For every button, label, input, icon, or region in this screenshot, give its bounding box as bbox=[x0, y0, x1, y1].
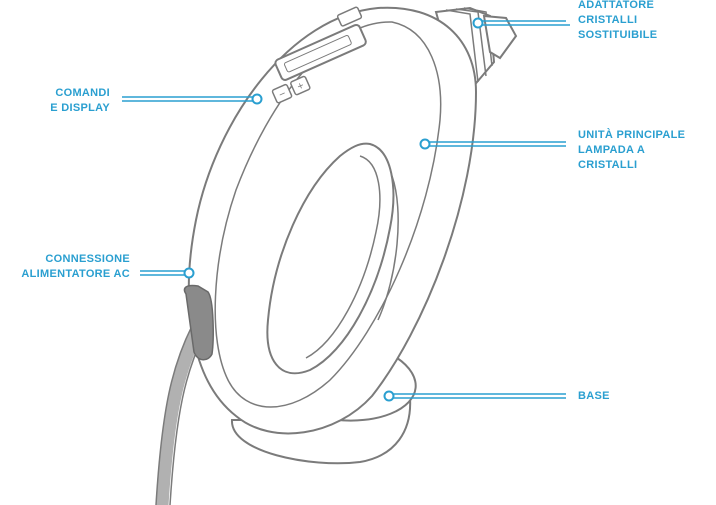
callout-controls bbox=[122, 93, 263, 105]
callout-adapter bbox=[472, 17, 570, 29]
lamp-ring-opening bbox=[266, 142, 395, 375]
display-inner bbox=[283, 35, 352, 73]
label-main-unit: UNITÀ PRINCIPALE LAMPADA A CRISTALLI bbox=[578, 129, 686, 171]
adapter-cap bbox=[482, 14, 518, 60]
callout-power bbox=[140, 267, 195, 279]
label-controls: COMANDI E DISPLAY bbox=[50, 87, 110, 114]
plus-icon: + bbox=[295, 80, 306, 94]
power-plug bbox=[183, 284, 214, 361]
display-screen bbox=[274, 23, 367, 81]
plus-button bbox=[290, 75, 311, 96]
label-power: CONNESSIONE ALIMENTATORE AC bbox=[21, 253, 130, 280]
callouts bbox=[122, 17, 570, 402]
callout-base bbox=[383, 390, 566, 402]
lamp-ring-inner-edge bbox=[305, 155, 381, 359]
top-button bbox=[336, 6, 363, 27]
lamp-front-rim bbox=[214, 21, 442, 408]
label-adapter: ADATTATORE CRISTALLI SOSTITUIBILE bbox=[578, 0, 658, 41]
minus-icon: − bbox=[277, 88, 288, 102]
label-base: BASE bbox=[578, 390, 610, 402]
cable bbox=[155, 323, 205, 505]
main-lamp-unit bbox=[187, 6, 478, 435]
minus-button bbox=[271, 83, 293, 104]
lamp-side-edge bbox=[377, 175, 399, 321]
callout-main-unit bbox=[419, 138, 566, 150]
control-panel: − + bbox=[271, 6, 367, 104]
